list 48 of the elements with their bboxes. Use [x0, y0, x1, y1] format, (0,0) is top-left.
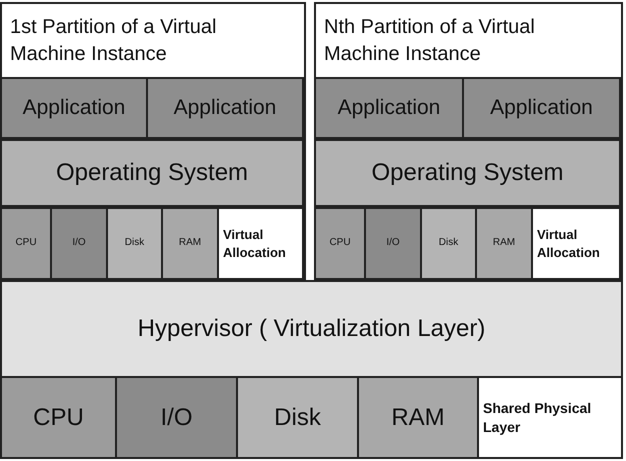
layer-label: Disk: [124, 237, 144, 250]
layer-label: CPU: [15, 237, 37, 250]
layer-label: Application: [174, 94, 276, 121]
layer-box: [0, 139, 304, 207]
layer-label: CPU: [33, 402, 84, 432]
layer-box: [106, 207, 163, 280]
partition-panel: [314, 2, 623, 280]
layer-label: Disk: [274, 402, 321, 432]
layer-label: Virtual Allocation: [537, 226, 601, 262]
layer-label: Disk: [438, 237, 458, 250]
layer-label: I/O: [72, 237, 86, 250]
layer-box: [364, 207, 422, 280]
layer-box: [475, 207, 533, 280]
layer-box: [0, 77, 148, 139]
layer-label: I/O: [160, 402, 192, 432]
layer-label: Shared Physical Layer: [483, 398, 592, 436]
layer-box: [161, 207, 219, 280]
layer-label: Virtual Allocation: [223, 226, 287, 262]
layer-label: RAM: [391, 402, 445, 432]
layer-box: [477, 376, 623, 459]
layer-label: Application: [490, 94, 593, 121]
layer-label: CPU: [329, 237, 351, 250]
layer-box: [0, 207, 52, 280]
layer-label: RAM: [492, 237, 516, 250]
partition-heading: 1st Partition of a Virtual Machine Instance: [10, 15, 218, 67]
layer-label: Hypervisor ( Virtualization Layer): [138, 314, 486, 344]
partition-heading: Nth Partition of a Virtual Machine Instance: [324, 15, 536, 67]
partition-panel: [0, 2, 306, 280]
layer-box: [531, 207, 621, 280]
layer-box: [420, 207, 477, 280]
layer-box: [50, 207, 108, 280]
layer-box: [115, 376, 238, 459]
layer-label: Application: [338, 94, 440, 121]
layer-label: Operating System: [56, 158, 248, 188]
layer-label: Application: [22, 94, 126, 121]
layer-box: [357, 376, 479, 459]
layer-box: [314, 207, 366, 280]
layer-label: I/O: [386, 237, 400, 250]
layer-label: Operating System: [371, 158, 564, 188]
layer-box: [217, 207, 304, 280]
layer-box: [462, 77, 621, 139]
layer-label: RAM: [178, 237, 202, 250]
layer-box: [0, 280, 623, 378]
layer-box: [314, 77, 464, 139]
layer-box: [0, 376, 117, 459]
layer-box: [236, 376, 359, 459]
layer-box: [314, 139, 621, 207]
layer-box: [146, 77, 304, 139]
